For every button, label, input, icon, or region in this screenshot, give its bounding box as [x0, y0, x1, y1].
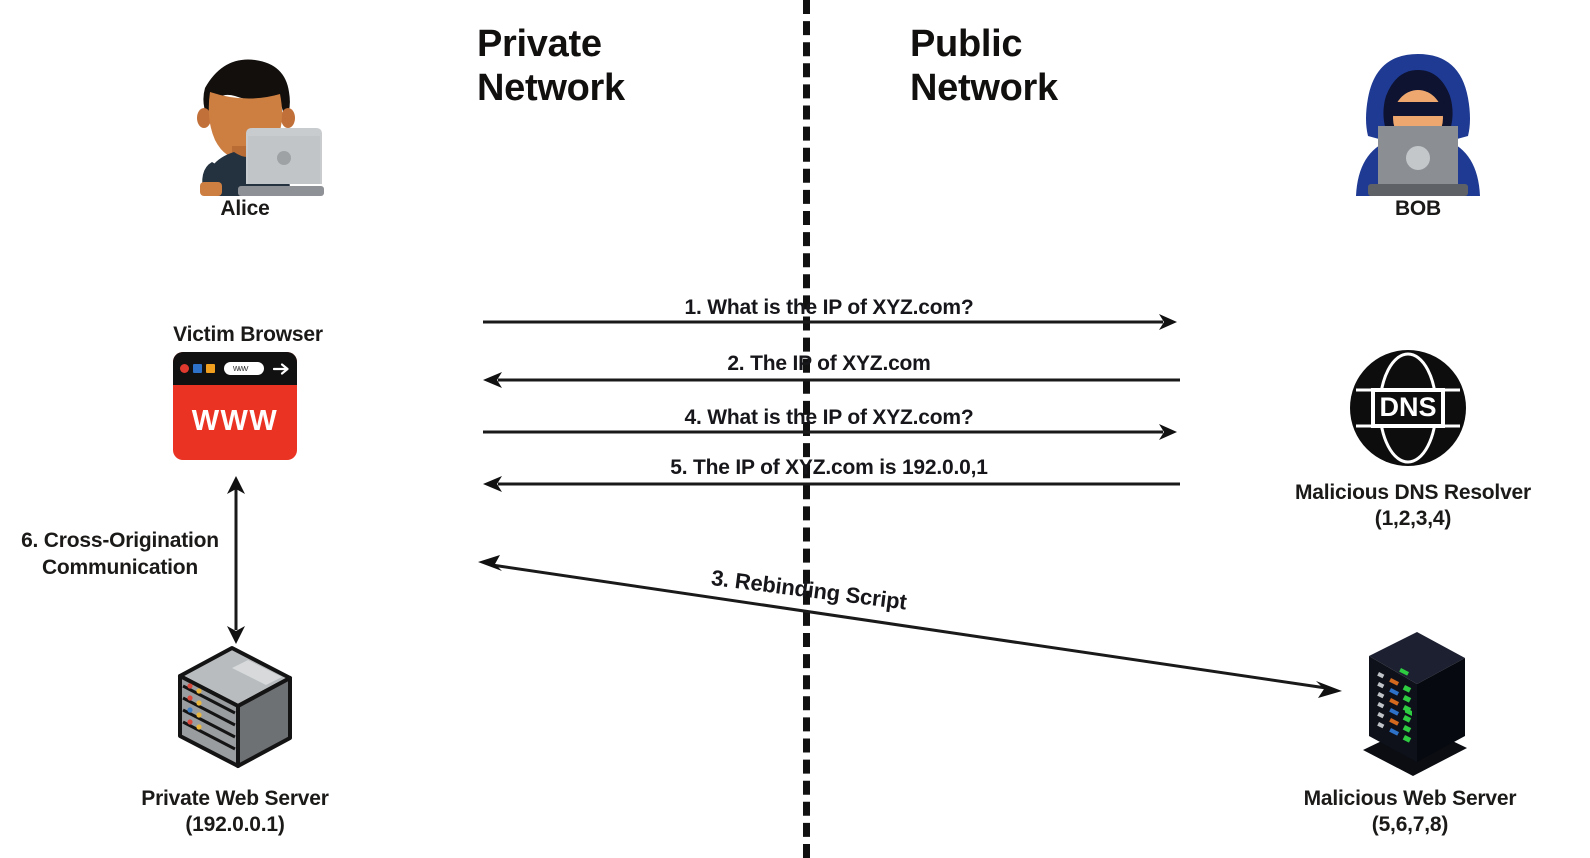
server-rack-icon: [178, 646, 292, 768]
browser-url-field[interactable]: wwv: [224, 362, 264, 375]
cross-origin-double-arrow: [227, 476, 245, 644]
person-with-laptop-icon: [197, 59, 324, 196]
browser-go-arrow-icon[interactable]: [273, 362, 290, 376]
message-5-arrow: [483, 476, 1180, 492]
dns-globe-icon: DNS: [1350, 350, 1466, 466]
message-1-label: 1. What is the IP of XYZ.com?: [684, 296, 974, 319]
malicious-web-server-node: [1355, 628, 1475, 781]
bob-node: [1338, 46, 1498, 196]
message-4-label: 4. What is the IP of XYZ.com?: [684, 406, 974, 429]
rebinding-script-arrow: [478, 555, 1342, 698]
bob-label: BOB: [1394, 197, 1442, 220]
browser-window-icon: wwv WWW: [173, 352, 297, 460]
browser-dot-blue: [193, 364, 202, 373]
message-2-label: 2. The IP of XYZ.com: [727, 352, 931, 375]
alice-node: [160, 46, 330, 196]
dns-resolver-label: Malicious DNS Resolver (1,2,3,4): [1294, 481, 1531, 531]
message-1-arrow: [483, 314, 1177, 330]
victim-browser-label: Victim Browser: [173, 323, 323, 346]
dns-resolver-node: DNS: [1348, 348, 1468, 473]
message-4-arrow: [483, 424, 1177, 440]
url-text: wwv: [233, 363, 248, 373]
malicious-web-server-label: Malicious Web Server (5,6,7,8): [1303, 787, 1517, 837]
message-2-arrow: [483, 372, 1180, 388]
browser-www-text: WWW: [191, 405, 279, 437]
public-network-title: Public Network: [910, 23, 1058, 110]
private-network-title: Private Network: [477, 23, 625, 110]
dns-badge-text: DNS: [1379, 392, 1436, 422]
browser-dot-red: [180, 364, 189, 373]
server-tower-icon: [1363, 632, 1467, 776]
alice-label: Alice: [220, 197, 270, 220]
browser-dot-orange: [206, 364, 215, 373]
cross-origin-label: 6. Cross-Origination Communication: [21, 529, 219, 579]
private-web-server-label: Private Web Server (192.0.0.1): [141, 787, 329, 837]
hacker-hoodie-icon: [1356, 54, 1480, 196]
browser-title-bar: wwv: [173, 352, 297, 385]
network-divider: [803, 0, 810, 858]
message-5-label: 5. The IP of XYZ.com is 192.0.0,1: [670, 456, 988, 479]
private-web-server-node: [170, 636, 300, 781]
